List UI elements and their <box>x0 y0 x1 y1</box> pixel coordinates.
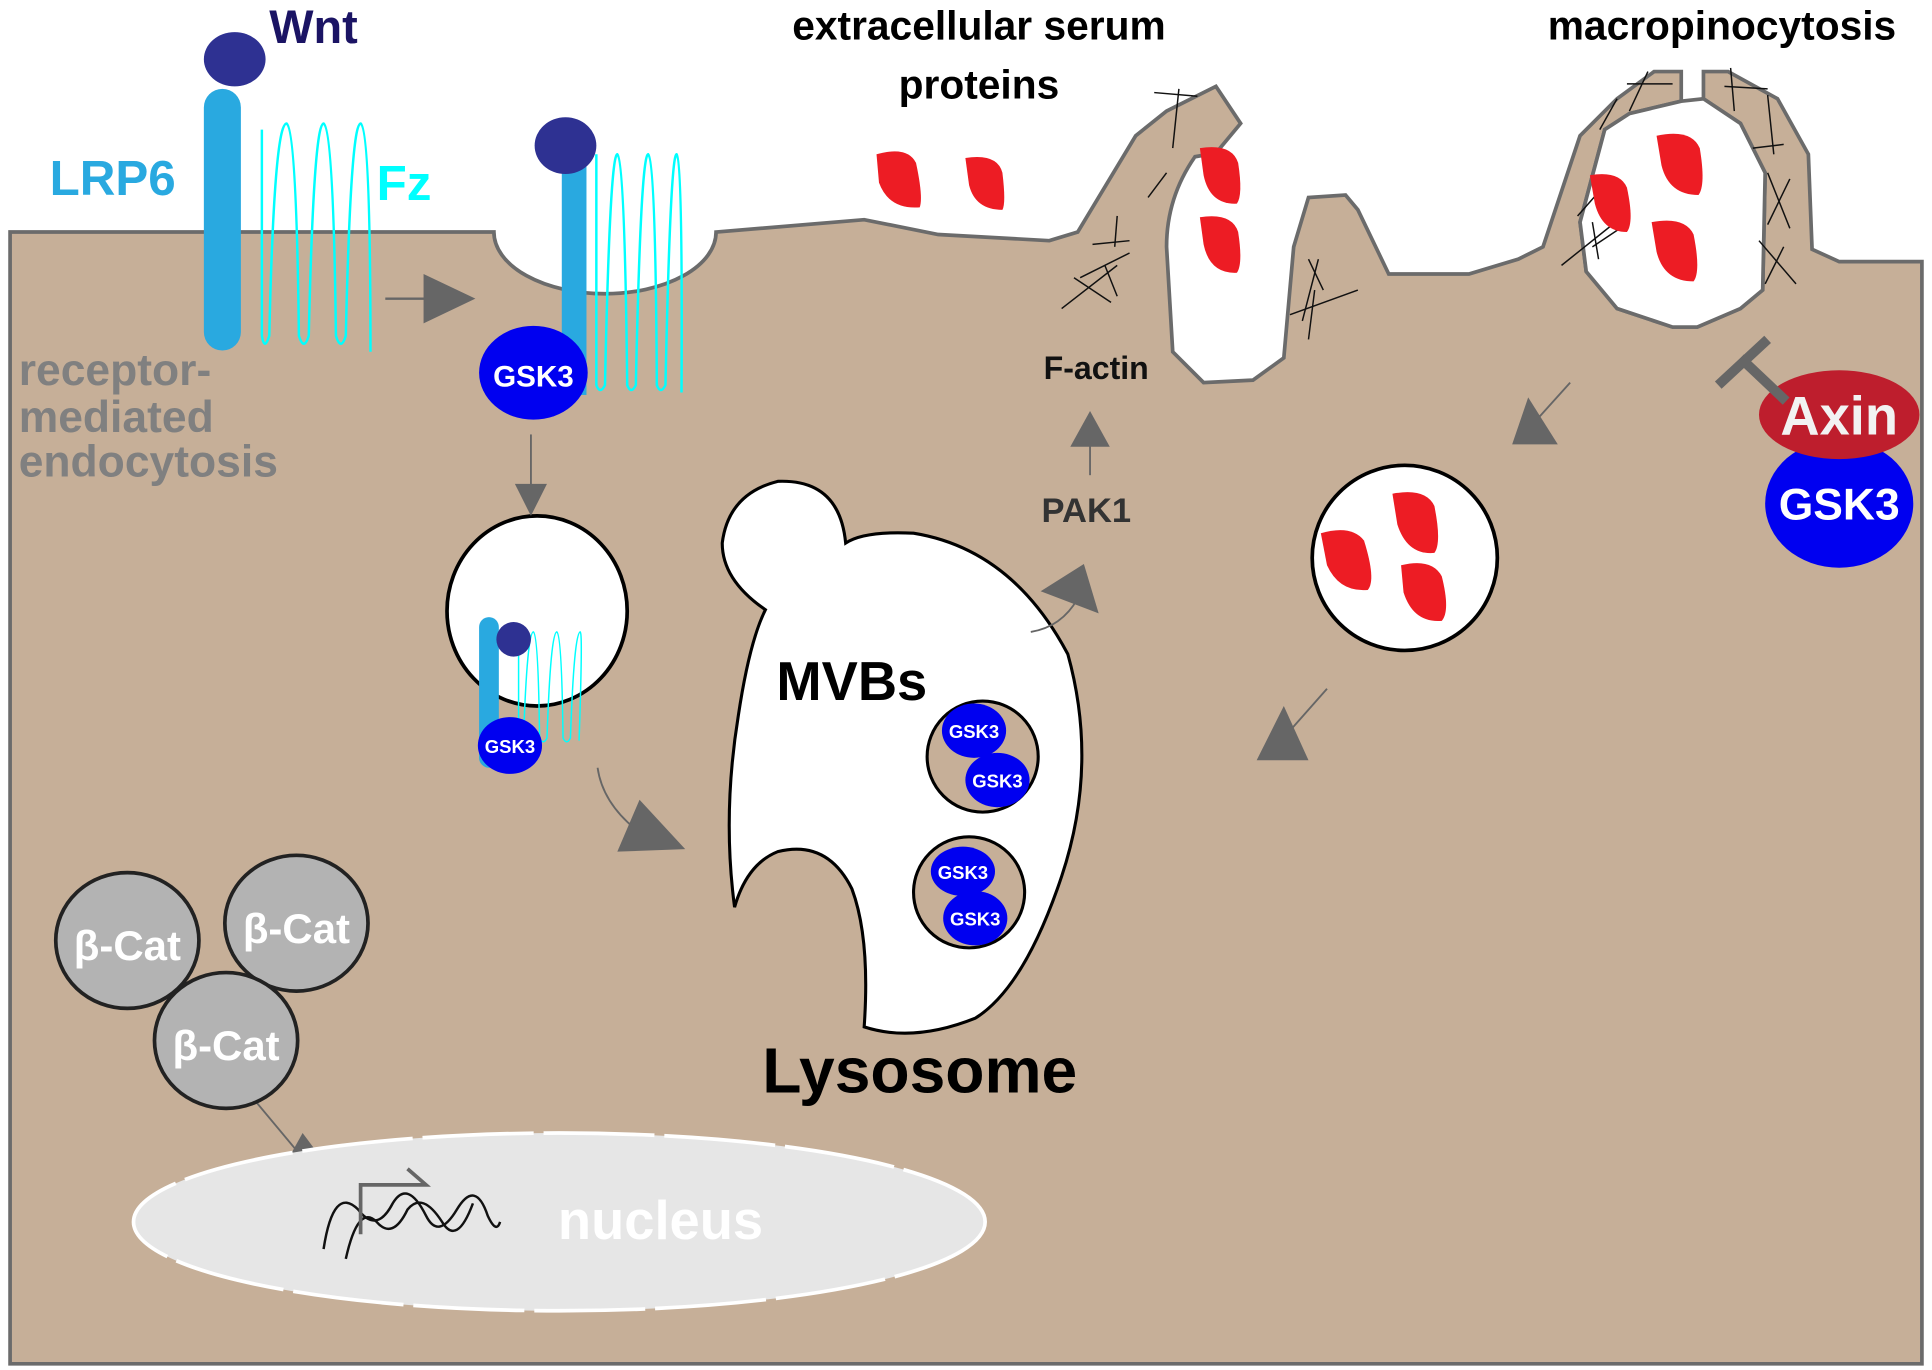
gsk3-label: GSK3 <box>950 909 1000 930</box>
mvb-lysosome: GSK3 GSK3 GSK3 GSK3 <box>720 479 1084 1035</box>
gsk3-protein <box>941 703 1007 758</box>
arrow-line <box>252 1097 298 1151</box>
rme-label-line2: mediated <box>19 393 214 442</box>
arrow-head <box>514 483 547 516</box>
axin-gsk3-complex: GSK3 Axin <box>1758 370 1920 568</box>
arrow-head <box>423 274 476 324</box>
beta-cat-label: β-Cat <box>243 905 350 952</box>
arrow-line <box>1289 688 1328 732</box>
serum-label-line2: proteins <box>899 62 1060 108</box>
gsk3-label: GSK3 <box>485 736 535 757</box>
macropinocytic-cup <box>1578 96 1768 329</box>
gsk3-protein <box>965 752 1030 808</box>
beta-catenin <box>152 970 300 1111</box>
wnt-ligand <box>534 117 597 175</box>
lrp6-receptor <box>203 88 241 351</box>
beta-catenin <box>53 870 201 1011</box>
wnt-label: Wnt <box>269 1 358 53</box>
mvbs-label: MVBs <box>776 651 927 712</box>
f-actin-filaments <box>1061 67 1797 340</box>
beta-cat-label: β-Cat <box>74 922 181 969</box>
serum-label-line1: extracellular serum <box>792 2 1165 48</box>
fz-receptor <box>517 631 583 743</box>
gsk3-label: GSK3 <box>1779 481 1900 530</box>
gsk3-protein <box>477 717 543 774</box>
serum-protein <box>1199 216 1241 273</box>
serum-protein <box>1320 530 1372 591</box>
arrow-head <box>1512 397 1558 445</box>
macropinosome <box>1310 463 1500 653</box>
dna-strand <box>344 1201 475 1260</box>
gsk3-protein <box>479 325 588 420</box>
lrp6-label: LRP6 <box>50 151 176 206</box>
arrow-head <box>1256 705 1309 761</box>
lysosome-label: Lysosome <box>762 1034 1077 1106</box>
gsk3-protein <box>930 846 996 897</box>
receptor-complex-pit: GSK3 <box>479 117 683 420</box>
serum-protein <box>1656 133 1703 196</box>
serum-protein <box>1199 147 1241 204</box>
rme-label-line1: receptor- <box>19 346 212 395</box>
fz-label: Fz <box>377 156 432 211</box>
serum-protein <box>1651 220 1698 282</box>
serum-protein <box>1392 492 1439 554</box>
arrow-head <box>617 799 686 852</box>
serum-protein <box>965 156 1005 210</box>
inhibition-symbol <box>1714 335 1790 405</box>
transcription-start-icon <box>358 1167 431 1235</box>
gsk3-protein <box>1765 439 1914 568</box>
arrow-line <box>1536 381 1571 421</box>
wnt-ligand <box>203 32 266 87</box>
nucleus: nucleus <box>131 1131 987 1313</box>
serum-protein <box>1589 174 1631 233</box>
gsk3-label: GSK3 <box>493 360 574 393</box>
arrow-head <box>1040 564 1099 614</box>
f-actin-label: F-actin <box>1044 350 1149 386</box>
gsk3-protein <box>943 891 1008 946</box>
dna-strand <box>322 1192 502 1250</box>
fz-receptor <box>260 122 372 352</box>
rme-label-line3: endocytosis <box>19 437 278 486</box>
serum-proteins <box>876 133 1703 282</box>
serum-protein <box>876 151 921 208</box>
beta-catenin <box>222 853 370 993</box>
axin-protein <box>1758 370 1920 460</box>
wnt-ligand <box>496 622 531 657</box>
fz-receptor <box>595 153 683 393</box>
macropinocytosis-label: macropinocytosis <box>1548 2 1896 48</box>
beta-catenin-group: β-Cat β-Cat β-Cat <box>53 853 370 1111</box>
axin-label: Axin <box>1780 385 1898 446</box>
receptor-complex-surface <box>203 32 372 352</box>
serum-protein <box>1401 563 1447 622</box>
beta-cat-label: β-Cat <box>172 1022 279 1069</box>
nucleus-label: nucleus <box>558 1190 763 1251</box>
endocytic-vesicle: GSK3 <box>445 514 630 774</box>
gsk3-label: GSK3 <box>972 770 1022 791</box>
arrow-head <box>1070 411 1110 447</box>
gsk3-label: GSK3 <box>938 862 988 883</box>
pak1-label: PAK1 <box>1042 492 1132 530</box>
gsk3-label: GSK3 <box>949 721 999 742</box>
